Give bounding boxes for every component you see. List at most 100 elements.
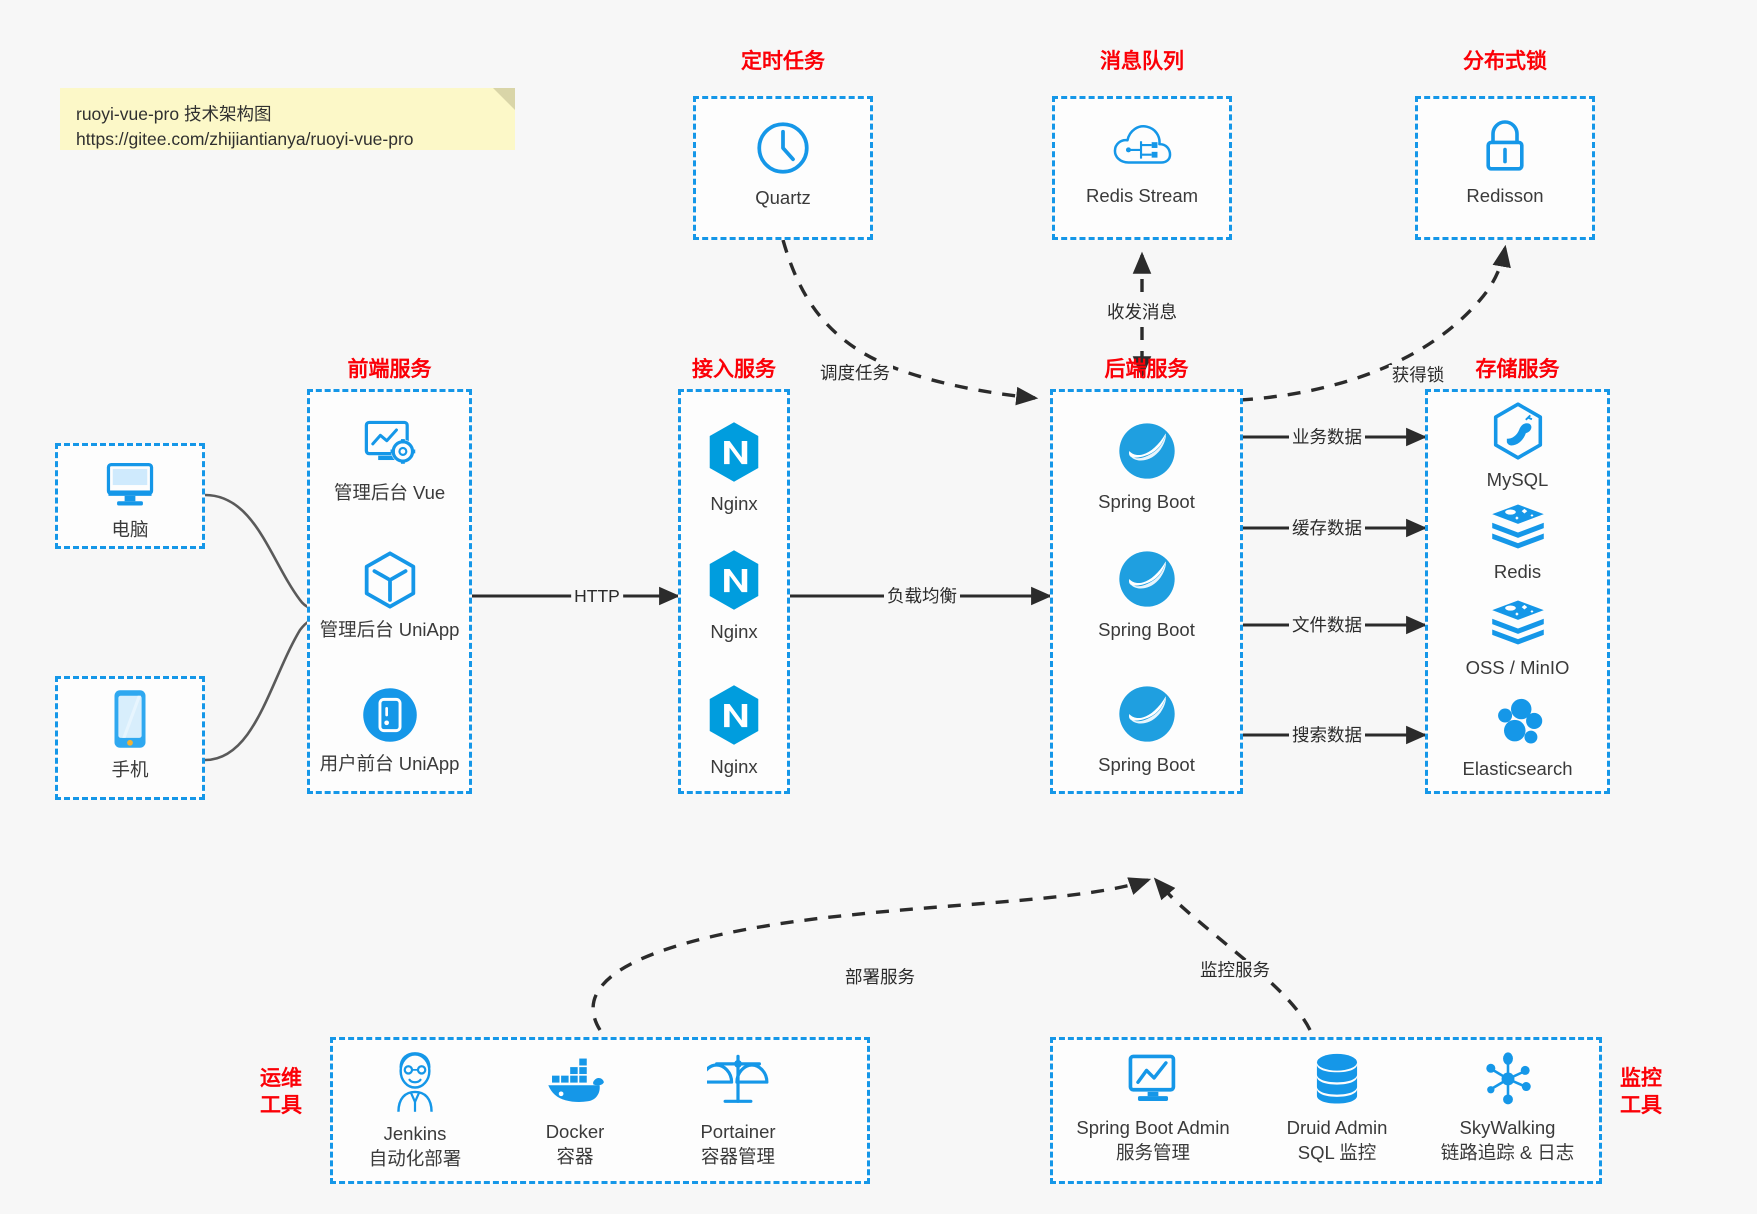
node-sublabel: SQL 监控 xyxy=(1297,1142,1377,1163)
clock-icon xyxy=(753,118,813,178)
node-sublabel: 容器 xyxy=(556,1146,594,1167)
spring-leaf-icon xyxy=(1116,548,1178,610)
group-scheduler xyxy=(693,96,873,240)
group-title-devops: 运维 工具 xyxy=(252,1065,310,1119)
node-druid-admin[interactable]: Druid Admin SQL 监控 xyxy=(1262,1050,1412,1165)
node-springboot-2[interactable]: Spring Boot xyxy=(1060,548,1233,642)
jenkins-butler-icon xyxy=(387,1050,443,1114)
node-admin-vue[interactable]: 管理后台 Vue xyxy=(317,417,462,505)
mysql-dolphin-icon xyxy=(1489,402,1547,460)
node-sublabel: 容器管理 xyxy=(700,1146,775,1167)
group-title-mq: 消息队列 xyxy=(1100,50,1184,73)
edge-label-schedule-task: 调度任务 xyxy=(817,363,893,383)
node-nginx-2[interactable]: Nginx xyxy=(683,548,785,644)
node-docker[interactable]: Docker 容器 xyxy=(500,1050,650,1169)
node-sublabel: 服务管理 xyxy=(1115,1142,1190,1163)
spring-leaf-icon xyxy=(1116,683,1178,745)
node-skywalking[interactable]: SkyWalking 链路追踪 & 日志 xyxy=(1420,1050,1595,1165)
redis-stack-icon xyxy=(1489,596,1547,648)
node-pc[interactable]: 电脑 xyxy=(65,458,195,542)
node-redis[interactable]: Redis xyxy=(1435,500,1600,584)
node-label: Nginx xyxy=(710,756,758,777)
group-title-monitor: 监控 工具 xyxy=(1612,1065,1670,1119)
node-jenkins[interactable]: Jenkins 自动化部署 xyxy=(340,1050,490,1171)
note-callout: ruoyi-vue-pro 技术架构图 https://gitee.com/zh… xyxy=(60,88,515,150)
group-title-backend: 后端服务 xyxy=(1104,358,1189,381)
node-label: Spring Boot Admin xyxy=(1076,1117,1230,1138)
node-elasticsearch[interactable]: Elasticsearch xyxy=(1435,695,1600,781)
edge-label-search-data: 搜索数据 xyxy=(1289,725,1365,745)
edge-label-http: HTTP xyxy=(571,586,623,606)
node-portainer[interactable]: Portainer 容器管理 xyxy=(663,1050,813,1169)
scales-icon xyxy=(700,1050,769,1112)
node-oss-minio[interactable]: OSS / MinIO xyxy=(1435,596,1600,680)
node-label: Elasticsearch xyxy=(1462,758,1573,779)
spring-leaf-icon xyxy=(1116,420,1178,482)
edge-label-load-balance: 负载均衡 xyxy=(884,586,960,606)
node-label: OSS / MinIO xyxy=(1465,657,1570,678)
edge-label-deploy-service: 部署服务 xyxy=(842,967,918,987)
edge-label-send-receive-msg: 收发消息 xyxy=(1104,302,1180,322)
node-label: Redis Stream xyxy=(1085,185,1199,206)
group-title-monitor-line1: 监控 xyxy=(1620,1067,1662,1090)
nginx-icon xyxy=(705,420,763,484)
node-label: Quartz xyxy=(755,187,811,208)
node-label: Spring Boot xyxy=(1098,754,1195,775)
group-title-scheduler: 定时任务 xyxy=(741,50,825,73)
mobile-app-icon xyxy=(361,686,419,744)
node-label: Druid Admin xyxy=(1286,1117,1388,1138)
node-redisson[interactable]: Redisson xyxy=(1435,116,1575,208)
edge-label-acquire-lock: 获得锁 xyxy=(1388,365,1448,385)
node-label: 电脑 xyxy=(111,519,149,540)
node-label: Jenkins xyxy=(383,1123,447,1144)
node-mobile[interactable]: 手机 xyxy=(65,688,195,782)
node-sublabel: 自动化部署 xyxy=(368,1148,462,1169)
note-line-2: https://gitee.com/zhijiantianya/ruoyi-vu… xyxy=(76,129,414,149)
group-title-monitor-line2: 工具 xyxy=(1620,1094,1662,1117)
redis-stack-icon xyxy=(1489,500,1547,552)
note-line-1: ruoyi-vue-pro 技术架构图 xyxy=(76,104,272,124)
node-label: Nginx xyxy=(710,621,758,642)
monitor-icon xyxy=(102,458,158,510)
group-title-devops-line1: 运维 xyxy=(260,1067,302,1090)
node-label: 管理后台 Vue xyxy=(333,482,446,503)
group-title-frontend: 前端服务 xyxy=(347,358,432,381)
node-label: Portainer xyxy=(700,1121,776,1142)
node-spring-boot-admin[interactable]: Spring Boot Admin 服务管理 xyxy=(1063,1050,1243,1165)
node-springboot-1[interactable]: Spring Boot xyxy=(1060,420,1233,514)
monitor-chart-icon xyxy=(1124,1050,1182,1108)
node-springboot-3[interactable]: Spring Boot xyxy=(1060,683,1233,777)
node-redis-stream[interactable]: Redis Stream xyxy=(1062,118,1222,208)
skywalking-nodes-icon xyxy=(1479,1050,1537,1108)
node-label: Spring Boot xyxy=(1098,619,1195,640)
edge-label-file-data: 文件数据 xyxy=(1289,615,1365,635)
node-admin-uniapp[interactable]: 管理后台 UniApp xyxy=(317,550,462,642)
node-nginx-3[interactable]: Nginx xyxy=(683,683,785,779)
edge-label-monitor-service: 监控服务 xyxy=(1197,960,1273,980)
node-label: SkyWalking xyxy=(1459,1117,1556,1138)
node-sublabel: 链路追踪 & 日志 xyxy=(1440,1142,1575,1163)
node-label: 用户前台 UniApp xyxy=(319,753,460,774)
node-user-uniapp[interactable]: 用户前台 UniApp xyxy=(317,686,462,776)
elasticsearch-icon xyxy=(1490,695,1546,749)
group-mq xyxy=(1052,96,1232,240)
lock-icon xyxy=(1476,116,1534,176)
docker-whale-icon xyxy=(544,1050,606,1112)
group-title-gateway: 接入服务 xyxy=(692,358,776,381)
nginx-icon xyxy=(705,683,763,747)
node-label: Nginx xyxy=(710,493,758,514)
node-label: Redis xyxy=(1493,561,1542,582)
group-title-storage: 存储服务 xyxy=(1475,358,1560,381)
edge-label-business-data: 业务数据 xyxy=(1289,427,1365,447)
group-title-devops-line2: 工具 xyxy=(260,1094,302,1117)
node-label: 手机 xyxy=(111,759,149,780)
node-nginx-1[interactable]: Nginx xyxy=(683,420,785,516)
group-title-lock: 分布式锁 xyxy=(1463,50,1547,73)
node-label: 管理后台 UniApp xyxy=(319,619,460,640)
nginx-icon xyxy=(705,548,763,612)
node-quartz[interactable]: Quartz xyxy=(713,118,853,210)
node-mysql[interactable]: MySQL xyxy=(1435,402,1600,492)
node-label: Spring Boot xyxy=(1098,491,1195,512)
node-label: Docker xyxy=(545,1121,605,1142)
